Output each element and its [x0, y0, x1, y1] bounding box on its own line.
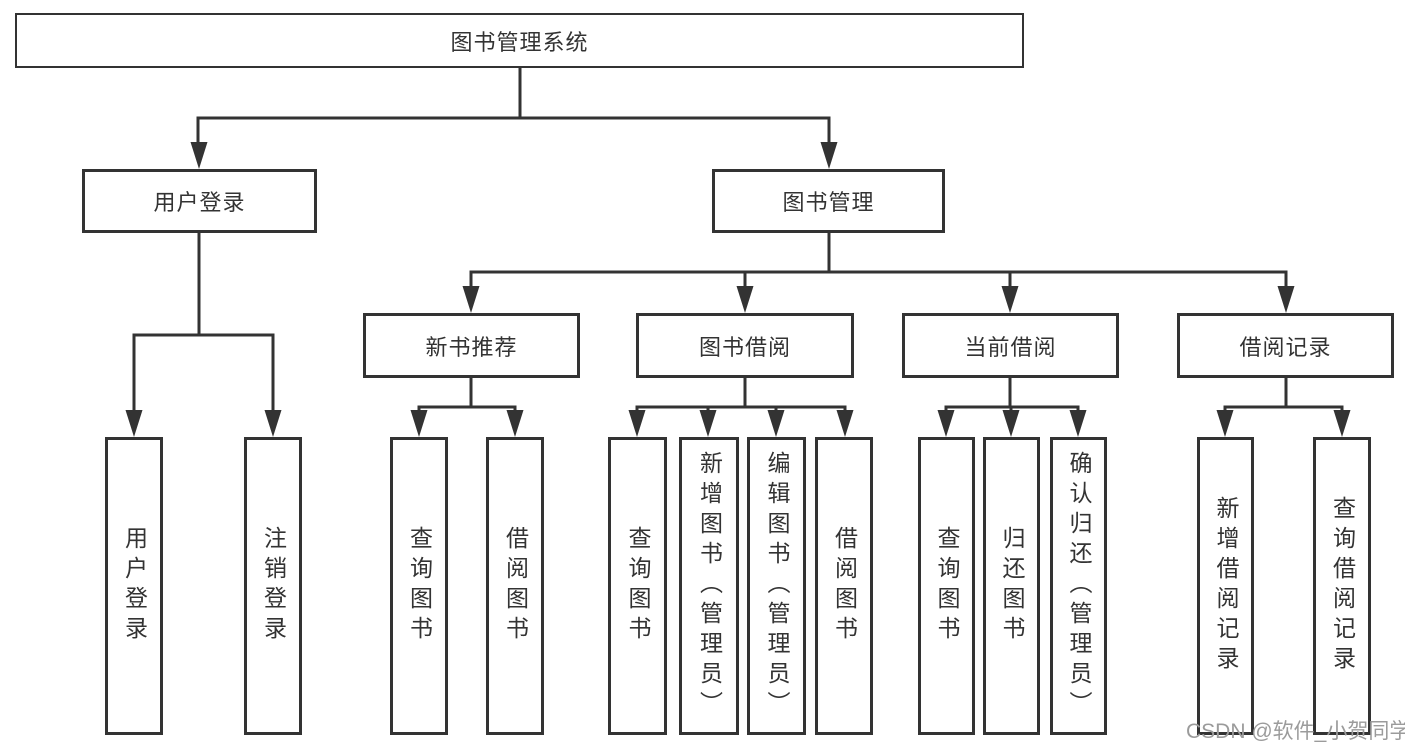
- csdn-watermark: CSDN @软件_小贺同学: [1186, 720, 1405, 743]
- leaf-query-books-current: 查询图书: [918, 437, 975, 735]
- leaf-edit-books-admin: 编辑图书（管理员）: [747, 437, 806, 735]
- node-user-login-module: 用户登录: [82, 169, 317, 233]
- node-borrowing-records: 借阅记录: [1177, 313, 1394, 378]
- leaf-query-books-borrow: 查询图书: [608, 437, 667, 735]
- leaf-confirm-return-admin: 确认归还（管理员）: [1050, 437, 1107, 735]
- leaf-return-books: 归还图书: [983, 437, 1040, 735]
- leaf-query-borrow-record: 查询借阅记录: [1313, 437, 1371, 735]
- node-book-management-module: 图书管理: [712, 169, 945, 233]
- leaf-logout: 注销登录: [244, 437, 302, 735]
- leaf-add-borrow-record: 新增借阅记录: [1197, 437, 1254, 735]
- node-current-borrowing: 当前借阅: [902, 313, 1119, 378]
- leaf-add-books-admin: 新增图书（管理员）: [679, 437, 739, 735]
- leaf-query-books-recommend: 查询图书: [390, 437, 448, 735]
- leaf-borrow-books: 借阅图书: [815, 437, 873, 735]
- leaf-user-login: 用户登录: [105, 437, 163, 735]
- leaf-borrow-books-recommend: 借阅图书: [486, 437, 544, 735]
- arrowheads: [125, 142, 1351, 437]
- node-library-management-system: 图书管理系统: [15, 13, 1024, 68]
- node-new-book-recommendation: 新书推荐: [363, 313, 580, 378]
- node-book-borrowing: 图书借阅: [636, 313, 854, 378]
